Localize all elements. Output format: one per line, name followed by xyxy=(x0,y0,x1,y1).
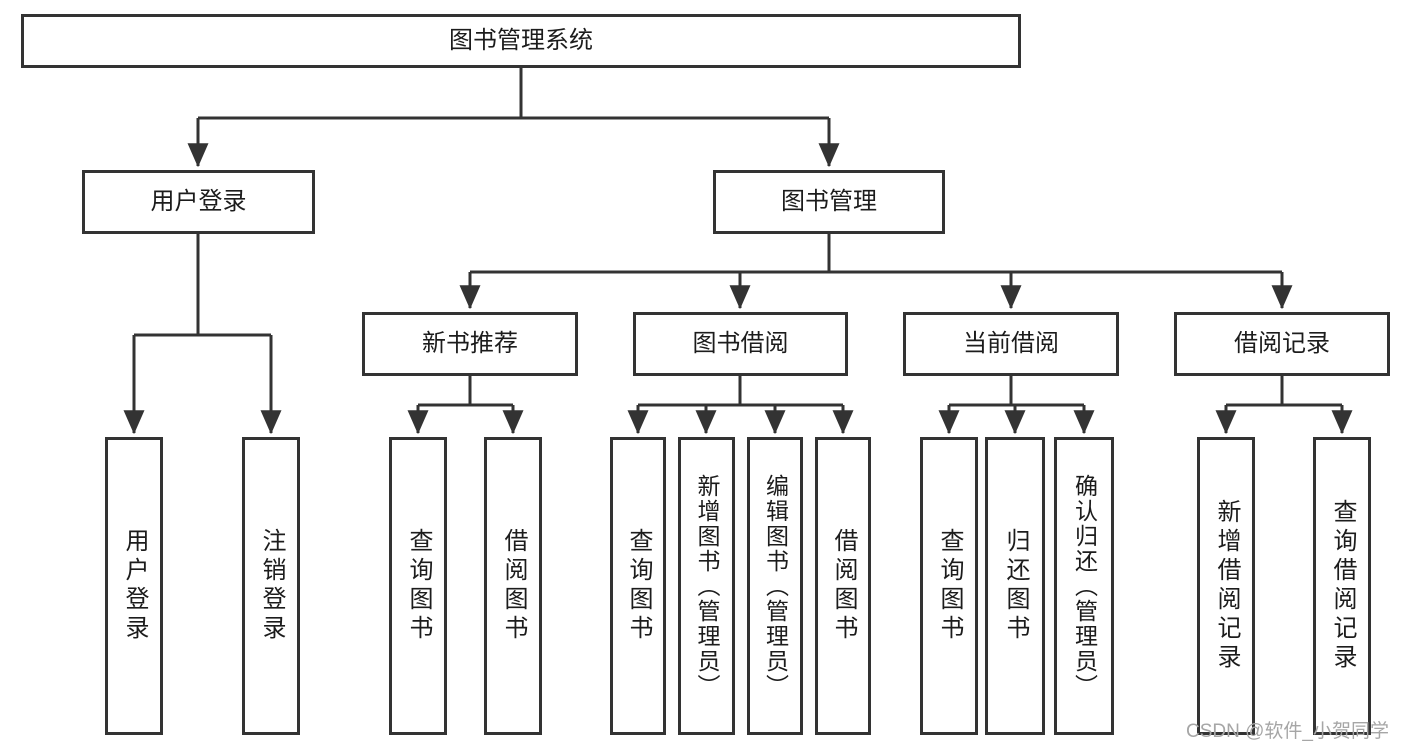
node-add-books-admin: 新增图书（管理员） xyxy=(678,437,735,735)
csdn-watermark: CSDN @软件_小贺同学 xyxy=(1186,721,1389,742)
node-library-management-system: 图书管理系统 xyxy=(21,14,1021,68)
node-current-query-books: 查询图书 xyxy=(920,437,978,735)
node-recommend-query-books: 查询图书 xyxy=(389,437,447,735)
node-edit-books-admin: 编辑图书（管理员） xyxy=(747,437,803,735)
node-book-borrow: 图书借阅 xyxy=(633,312,848,376)
node-borrow-query-books: 查询图书 xyxy=(610,437,666,735)
node-borrow-books: 借阅图书 xyxy=(815,437,871,735)
node-add-borrow-record: 新增借阅记录 xyxy=(1197,437,1255,735)
wire-root-split xyxy=(198,68,829,120)
node-login: 用户登录 xyxy=(105,437,163,735)
node-current-borrow: 当前借阅 xyxy=(903,312,1119,376)
node-new-book-recommend: 新书推荐 xyxy=(362,312,578,376)
node-book-management: 图书管理 xyxy=(713,170,945,234)
wire-recommend-split xyxy=(418,376,513,407)
node-confirm-return-admin: 确认归还（管理员） xyxy=(1054,437,1114,735)
wire-book-management-split xyxy=(470,234,1282,274)
node-return-books: 归还图书 xyxy=(985,437,1045,735)
node-user-login: 用户登录 xyxy=(82,170,315,234)
node-logout: 注销登录 xyxy=(242,437,300,735)
wire-user-login-split xyxy=(134,234,271,337)
node-recommend-borrow-books: 借阅图书 xyxy=(484,437,542,735)
wire-records-split xyxy=(1226,376,1342,407)
wire-current-split xyxy=(949,376,1084,407)
node-query-borrow-record: 查询借阅记录 xyxy=(1313,437,1371,735)
node-borrow-records: 借阅记录 xyxy=(1174,312,1390,376)
wire-borrow-split xyxy=(638,376,843,407)
